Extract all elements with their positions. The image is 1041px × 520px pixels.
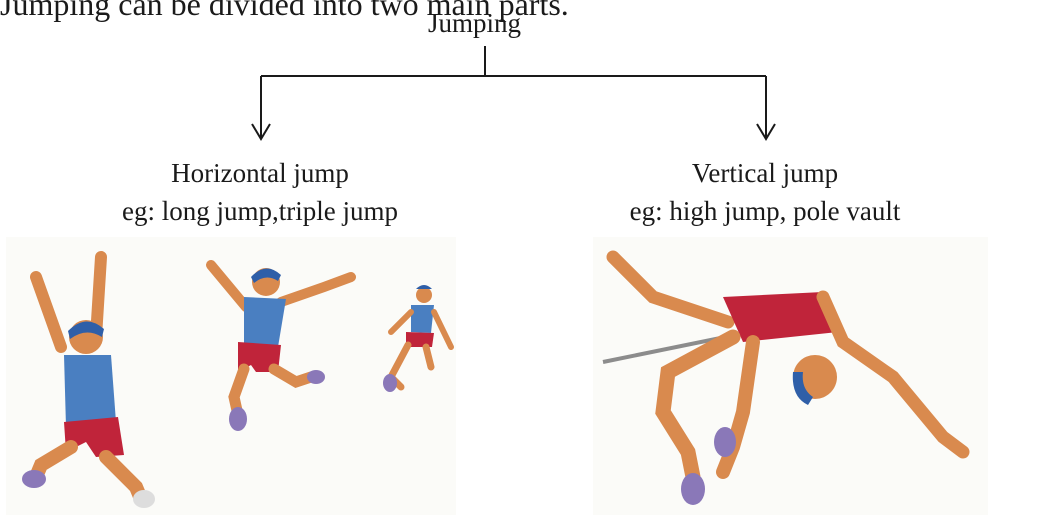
branch-vertical-jump: Vertical jump eg: high jump, pole vault <box>600 154 930 230</box>
branch-horizontal-jump: Horizontal jump eg: long jump,triple jum… <box>110 154 410 230</box>
branch-examples: eg: high jump, pole vault <box>629 196 901 226</box>
athlete-figure-high-jump <box>606 250 970 505</box>
tree-connector <box>251 46 776 141</box>
left-arrow-head <box>251 123 271 141</box>
branch-title: Vertical jump <box>691 158 839 188</box>
root-label-jumping: Jumping <box>428 8 522 38</box>
horizontal-jump-illustration <box>6 237 456 515</box>
partial-heading: Jumping can be divided into two main par… <box>0 0 569 22</box>
branch-examples: eg: long jump,triple jump <box>122 196 398 226</box>
athlete-figure-1 <box>22 251 155 508</box>
vertical-jump-illustration <box>593 237 988 515</box>
athlete-figure-2 <box>206 260 356 431</box>
right-arrow-head <box>756 123 776 141</box>
branch-title: Horizontal jump <box>171 158 349 188</box>
athlete-figure-3 <box>383 285 454 392</box>
